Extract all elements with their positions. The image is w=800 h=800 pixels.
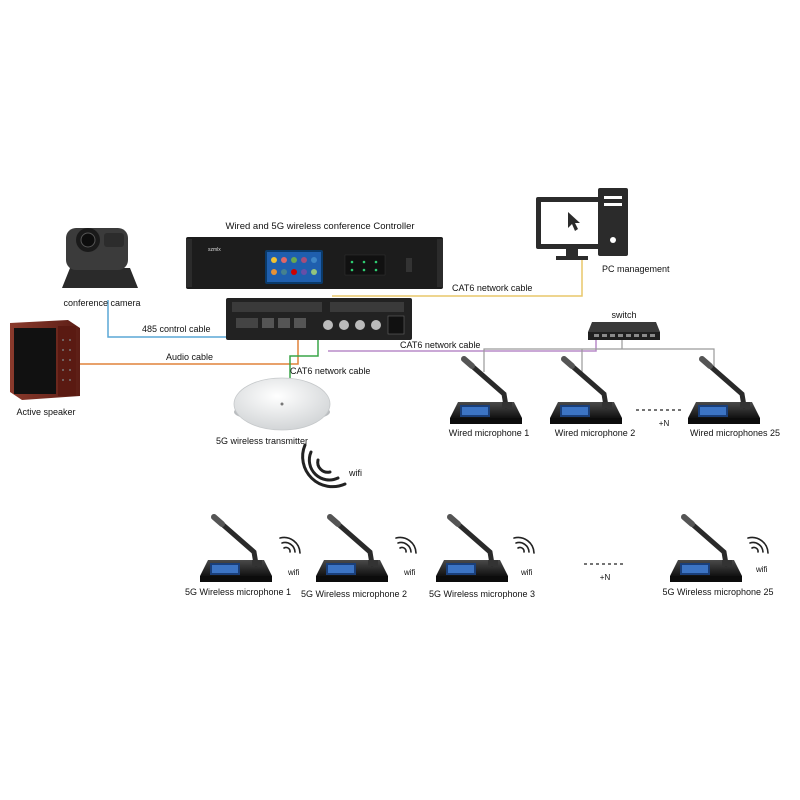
wired-microphone-25 (688, 359, 760, 424)
wireless-mic-2-wifi-label: wifi (403, 568, 416, 577)
wireless-microphone-25 (670, 517, 742, 582)
controller: Wired and 5G wireless conference Control… (186, 221, 443, 340)
conference-camera (62, 228, 138, 288)
cable-485-label: 485 control cable (142, 324, 211, 334)
wireless-mic-25-wifi-label: wifi (755, 565, 768, 574)
wireless-more-n: +N (600, 573, 611, 582)
transmitter-label: 5G wireless transmitter (216, 436, 308, 446)
wired-mic-1-label: Wired microphone 1 (449, 428, 530, 438)
wireless-mic-25-wifi-icon (747, 536, 769, 554)
active-speaker (10, 320, 80, 400)
pc-label: PC management (602, 264, 670, 274)
switch-label: switch (611, 310, 636, 320)
cable-cat6-switch-label: CAT6 network cable (400, 340, 480, 350)
wireless-mic-2-label: 5G Wireless microphone 2 (301, 589, 407, 599)
cable-cat6-transmitter (289, 338, 319, 378)
wireless-mic-3-wifi-icon (513, 536, 535, 554)
transmitter-wifi-label: wifi (348, 468, 362, 478)
wireless-mic-1-wifi-label: wifi (287, 568, 300, 577)
wireless-mic-25-label: 5G Wireless microphone 25 (662, 587, 773, 597)
cable-cat6-pc-label: CAT6 network cable (452, 283, 532, 293)
wired-microphone-1 (450, 359, 522, 424)
cable-cat6-transmitter-label: CAT6 network cable (290, 366, 370, 376)
speaker-label: Active speaker (16, 407, 75, 417)
transmitter-wifi-icon (301, 443, 347, 489)
wireless-mic-3-label: 5G Wireless microphone 3 (429, 589, 535, 599)
wireless-microphone-2 (316, 517, 388, 582)
wireless-mic-3-wifi-label: wifi (520, 568, 533, 577)
pc-management (536, 188, 628, 260)
controller-title: Wired and 5G wireless conference Control… (225, 221, 414, 232)
wired-more-n: +N (659, 419, 670, 428)
wireless-mic-2-wifi-icon (395, 536, 417, 554)
wired-mic-25-label: Wired microphones 25 (690, 428, 780, 438)
wireless-microphone-1 (200, 517, 272, 582)
wireless-mic-1-wifi-icon (279, 536, 301, 554)
cable-switch-to-mics (483, 340, 715, 372)
cable-audio (80, 338, 299, 365)
wireless-mic-1-label: 5G Wireless microphone 1 (185, 587, 291, 597)
controller-brand: szmlx (208, 247, 221, 253)
network-switch (588, 322, 660, 340)
wired-mic-2-label: Wired microphone 2 (555, 428, 636, 438)
wireless-microphone-3 (436, 517, 508, 582)
cable-audio-label: Audio cable (166, 352, 213, 362)
wireless-transmitter (233, 377, 331, 431)
cable-cat6-pc (332, 258, 583, 297)
wired-microphone-2 (550, 359, 622, 424)
camera-label: conference camera (63, 298, 140, 308)
